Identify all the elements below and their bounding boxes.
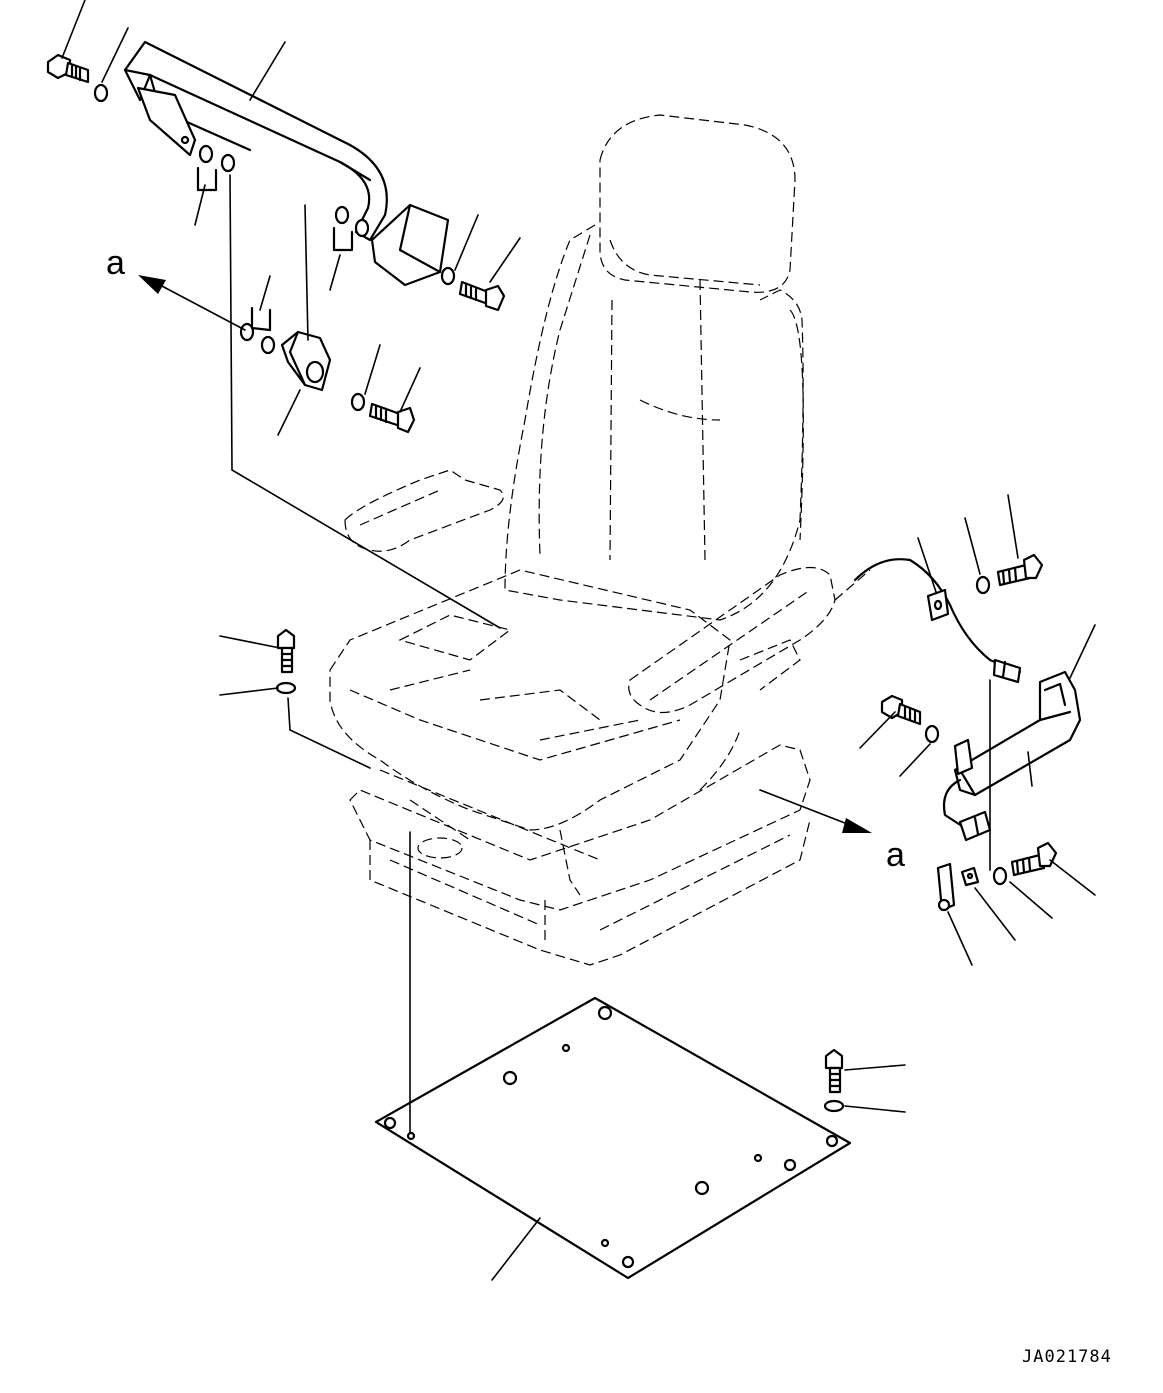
washer-rail-3 <box>334 205 350 225</box>
washer-rail-4 <box>354 218 370 238</box>
washer-rail-end <box>440 266 456 286</box>
bolt-sensor <box>880 694 922 726</box>
grab-rail <box>123 40 450 287</box>
floor-plate <box>374 996 852 1280</box>
bolt-plate <box>824 1048 844 1094</box>
bolt-top-left <box>46 53 90 84</box>
operator-seat <box>329 114 836 966</box>
washer-sensor <box>924 724 940 744</box>
washer-left <box>275 681 297 695</box>
bolt-ground <box>1010 841 1058 877</box>
connector-lower <box>958 810 992 842</box>
bolt-rail-end <box>458 280 506 312</box>
view-label-a-top: a <box>106 244 125 282</box>
harness-cable <box>834 558 1022 674</box>
sensor-switch <box>942 670 1082 832</box>
cable-clip-upper <box>926 588 950 622</box>
bolt-clip-upper <box>996 553 1044 587</box>
washer-center-2 <box>260 335 276 355</box>
washer-center-3 <box>350 392 366 412</box>
washer-clip-upper <box>975 575 991 595</box>
drawing-code: JA021784 <box>1022 1347 1112 1367</box>
part-leader-lines <box>61 0 1096 1281</box>
washer-rail-1 <box>198 144 214 164</box>
bolt-center <box>368 402 416 434</box>
washer-center-1 <box>239 322 255 342</box>
washer-plate <box>823 1099 845 1113</box>
cable-clip-lower <box>953 738 974 776</box>
bolt-left <box>276 628 296 674</box>
view-label-a-right: a <box>886 836 905 874</box>
rail-bracket <box>136 86 197 157</box>
center-bracket <box>280 330 332 392</box>
washer-rail-2 <box>220 153 236 173</box>
connector-upper <box>992 658 1022 684</box>
washer-top-left <box>93 83 109 103</box>
washer-ground <box>992 866 1008 886</box>
ground-strap <box>936 862 980 912</box>
view-arrow-a-right <box>759 789 872 833</box>
view-arrow-a-top <box>138 275 246 331</box>
